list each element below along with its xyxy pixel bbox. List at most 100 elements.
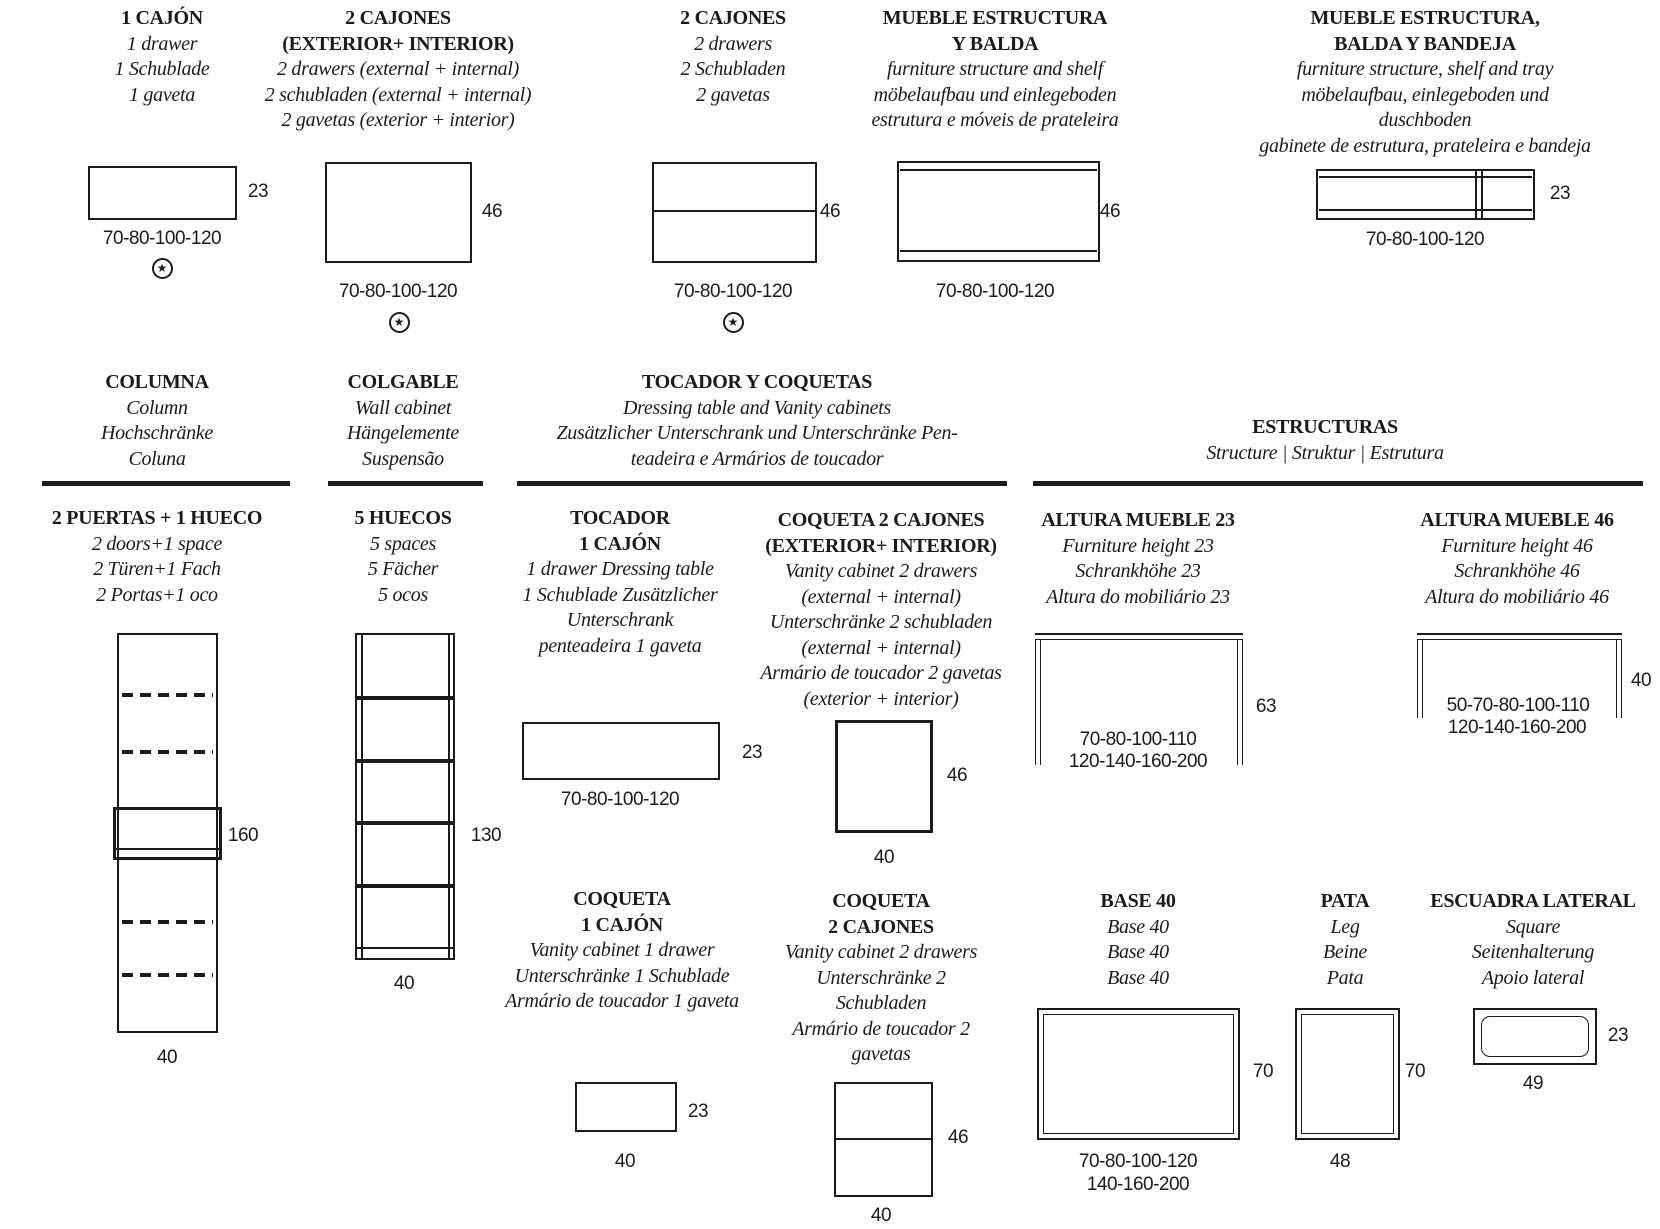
vanity-2drawers-ext-int-title-line: (external + internal) [801,636,961,659]
vanity-2drawers-title-line: COQUETA [832,890,930,912]
vanity-2drawers-line-shape [836,1138,931,1140]
vanity-2drawers-rect-shape [834,1082,933,1197]
structure-shelf-and-tray-dim-label: 23 [1549,183,1571,204]
star-glyph: ★ [393,315,405,329]
vanity-2drawers-ext-int-title-line: Vanity cabinet 2 drawers [784,560,978,582]
drawer-1-title-line: 1 CAJÓN [121,7,203,29]
base-40-dim-label: 140-160-200 [1086,1174,1190,1195]
column-2doors-1space-dim-label: 160 [227,825,259,846]
column-2doors-1space-rect-shape [117,633,218,1033]
column-2doors-1space-rect-shape [113,807,222,860]
drawer-1-dim-label: 70-80-100-120 [102,228,222,249]
section-columna-title-line: Column [126,396,188,419]
furniture-height-23-title-line: ALTURA MUEBLE 23 [1041,509,1235,531]
vanity-2drawers-dim-label: 46 [947,1127,969,1148]
star-glyph: ★ [156,261,168,275]
leg-title-line: Beine [1322,941,1368,963]
furniture-height-23-dim-label: 70-80-100-110 [1079,729,1197,750]
structure-shelf-and-tray-line-shape [1319,209,1532,211]
wall-cabinet-5spaces-dim-label: 130 [470,825,502,846]
section-tocador-coquetas-title-line: Dressing table and Vanity cabinets [623,396,891,419]
section-estructuras-title-line: Structure | Struktur | Estrutura [1206,441,1444,464]
drawers-2-line-shape [654,210,815,212]
furniture-height-46-dim-label: 120-140-160-200 [1447,717,1587,738]
drawer-1-rect-shape [88,166,237,220]
dressing-table-1drawer-title-line: TOCADOR [570,507,670,529]
column-2doors-1space-title-line: 2 Türen+1 Fach [93,558,221,580]
side-bracket-title-line: ESCUADRA LATERAL [1430,890,1636,912]
vanity-2drawers-title-line: Armário de toucador 2 [792,1017,970,1040]
vanity-2drawers-ext-int-title: COQUETA 2 CAJONES (EXTERIOR+ INTERIOR) Van… [581,508,1181,712]
drawer-1-title-line: 1 Schublade [114,58,210,80]
furniture-height-46-dblh-shape [1417,633,1622,640]
vanity-2drawers-ext-int-rect-shape [835,720,933,833]
section-colgable-title-line: Hängelemente [347,422,459,444]
vanity-1drawer-dim-label: 23 [687,1101,709,1122]
drawers-2-ext-int-title-line: 2 gavetas (exterior + interior) [281,109,515,131]
vanity-2drawers-ext-int-title-line: COQUETA 2 CAJONES [777,509,985,531]
structure-and-shelf-dim-label: 70-80-100-120 [935,281,1055,302]
structure-and-shelf-title-line: estrutura e móveis de prateleira [871,109,1119,131]
column-2doors-1space-title-line: 2 doors+1 space [91,532,223,555]
wall-cabinet-5spaces-line-shape [357,947,453,949]
structure-shelf-and-tray-rect-shape [1316,169,1535,220]
wall-cabinet-5spaces-title-line: 5 ocos [378,583,428,606]
leg-rect-shape [1295,1008,1400,1140]
section-colgable-title-line: Wall cabinet [354,396,452,419]
drawer-1-title-line: 1 drawer [126,32,198,55]
drawers-2-ext-int-title-line: 2 drawers (external + internal) [277,58,519,80]
structure-and-shelf-title-line: möbelaufbau und einlegeboden [873,83,1117,106]
furniture-height-46-title-line: ALTURA MUEBLE 46 [1420,509,1614,531]
vanity-2drawers-title-line: 2 CAJONES [828,915,934,938]
structure-and-shelf-line-shape [900,169,1097,171]
section-tocador-coquetas-title-line: teadeira e Armários de toucador [630,447,884,470]
section-columna-title-line: COLUMNA [105,371,209,393]
furniture-height-23-dblv-shape [1237,639,1243,765]
column-2doors-1space-dash-shape [122,693,213,697]
structure-shelf-and-tray-title-line: duschboden [1378,109,1472,131]
dressing-table-1drawer-dim-label: 23 [741,742,763,763]
furniture-height-46-dim-label: 40 [1630,670,1652,691]
vanity-2drawers-ext-int-dim-label: 46 [946,765,968,786]
vanity-2drawers-ext-int-title-line: (EXTERIOR+ INTERIOR) [765,534,997,557]
wall-cabinet-5spaces-vline-shape [448,635,450,958]
star-in-circle-icon: ★ [151,257,173,279]
wall-cabinet-5spaces-line-shape [357,821,453,825]
vanity-1drawer-dim-label: 40 [614,1151,636,1172]
vanity-2drawers-ext-int-title-line: (exterior + interior) [803,687,959,710]
section-columna-title-line: Coluna [128,447,186,470]
furniture-height-23-dim-label: 120-140-160-200 [1068,751,1208,772]
drawers-2-ext-int-dim-label: 46 [481,201,503,222]
furniture-height-23-title-line: Altura do mobiliário 23 [1046,585,1230,608]
vanity-1drawer-title-line: Vanity cabinet 1 drawer [529,939,715,961]
column-2doors-1space-dim-label: 40 [156,1047,178,1068]
furniture-height-46-title-line: Schrankhöhe 46 [1454,560,1580,582]
structure-shelf-and-tray-title-line: gabinete de estrutura, prateleira e band… [1259,134,1591,157]
column-2doors-1space-dash-shape [122,920,213,924]
vanity-2drawers-title-line: gavetas [851,1043,911,1065]
column-2doors-1space-dash-shape [122,750,213,754]
leg-title-line: Pata [1326,966,1364,989]
drawers-2-dim-label: 46 [819,201,841,222]
vanity-2drawers-dim-label: 40 [870,1205,892,1226]
section-estructuras-title: ESTRUCTURAS Structure | Struktur | Estrut… [1025,415,1625,466]
star-glyph: ★ [727,315,739,329]
section-tocador-coquetas-title-line: TOCADOR Y COQUETAS [641,371,873,393]
structure-shelf-and-tray-line-shape [1319,176,1532,178]
wall-cabinet-5spaces-vline-shape [361,635,363,958]
vanity-2drawers-ext-int-title-line: Armário de toucador 2 gavetas [760,662,1002,684]
section-tocador-coquetas-title-line: Zusätzlicher Unterschrank und Unterschrä… [556,422,958,444]
dressing-table-1drawer-title-line: 1 Schublade Zusätzlicher [522,583,718,606]
furniture-height-23-dblh-shape [1035,633,1243,640]
column-2doors-1space-line-shape [116,848,219,850]
section-estructuras-title-line: ESTRUCTURAS [1252,416,1398,438]
drawers-2-ext-int-title: 2 CAJONES(EXTERIOR+ INTERIOR)2 drawers (… [98,6,698,134]
wall-cabinet-5spaces-rect-shape [355,633,455,960]
drawers-2-ext-int-title-line: 2 CAJONES [345,7,451,29]
furniture-height-23-dim-label: 63 [1255,696,1277,717]
base-40-dim-label: 70-80-100-120 [1078,1151,1198,1172]
